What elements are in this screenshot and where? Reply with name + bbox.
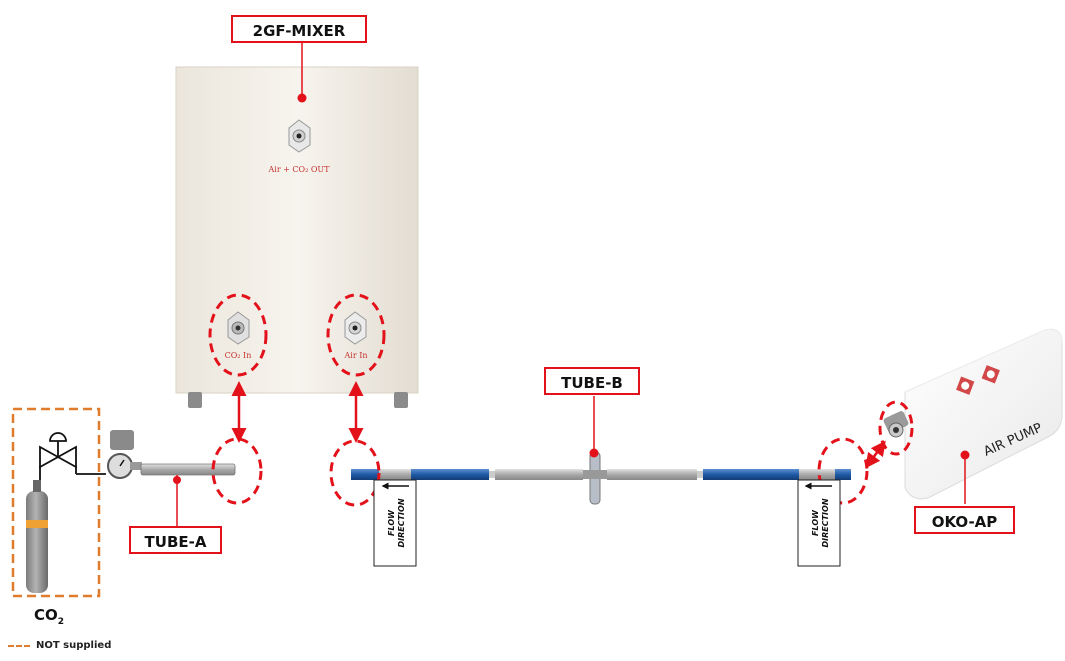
legend-not-supplied: NOT supplied	[36, 640, 112, 651]
legend-dash-swatch	[8, 644, 30, 647]
air-in-port-label: Air In	[343, 351, 367, 360]
mixer-air-in-port	[344, 311, 367, 345]
svg-text:DIRECTION: DIRECTION	[821, 498, 830, 547]
mixer-box	[175, 66, 419, 408]
svg-text:DIRECTION: DIRECTION	[397, 498, 406, 547]
mixer-label: 2GF-MIXER	[231, 15, 367, 43]
pump-outlet-highlight	[878, 400, 914, 456]
air-in-highlight	[326, 293, 386, 377]
air-pump: AIR PUMP	[883, 328, 1063, 500]
flow-direction-box-right: FLOW DIRECTION	[797, 479, 841, 567]
co2-label: CO2	[34, 606, 65, 627]
svg-text:FLOW: FLOW	[811, 509, 820, 536]
co2-cylinder	[26, 480, 48, 593]
pressure-regulator	[107, 430, 142, 479]
tube-b-label: TUBE-B	[544, 367, 640, 395]
flow-direction-box-left: FLOW DIRECTION	[373, 479, 417, 567]
tube-b	[351, 451, 851, 505]
not-supplied-boundary	[11, 407, 101, 598]
tube-a-end-highlight	[211, 437, 263, 505]
valve-symbol	[39, 432, 106, 480]
tube-b-left-highlight	[329, 439, 381, 507]
mixer-co2-in-port	[227, 311, 250, 345]
co2-in-highlight	[208, 293, 268, 377]
tube-b-right-highlight	[817, 437, 869, 505]
tube-a	[140, 463, 236, 476]
oko-ap-label: OKO-AP	[914, 506, 1015, 534]
co2-in-port-label: CO₂ In	[225, 351, 252, 360]
tube-a-label: TUBE-A	[129, 526, 222, 554]
legend: NOT supplied	[8, 640, 111, 651]
pump-outlet	[883, 411, 909, 438]
svg-text:FLOW: FLOW	[387, 509, 396, 536]
mixer-out-port	[288, 119, 311, 153]
pump-logo	[956, 365, 1000, 395]
pump-connection-arrow	[865, 440, 886, 469]
out-port-label: Air + CO₂ OUT	[267, 165, 330, 174]
